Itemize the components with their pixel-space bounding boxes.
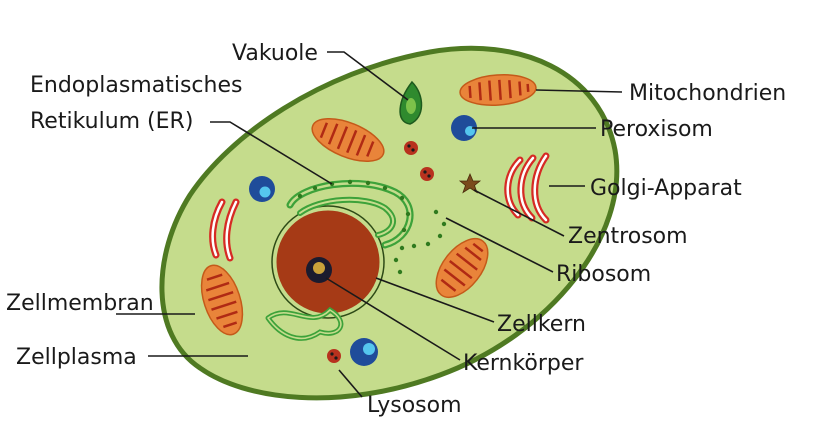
ribosome bbox=[411, 243, 417, 249]
mitochondrion-left bbox=[200, 264, 244, 336]
nucleolus-core bbox=[313, 262, 325, 274]
leader-kernkoerper bbox=[325, 277, 461, 361]
centrosome-star-icon bbox=[458, 172, 482, 194]
golgi-cisterna-inner bbox=[533, 154, 548, 222]
lysosome-granule bbox=[411, 148, 415, 152]
leader-zellkern bbox=[375, 277, 495, 323]
ribosome bbox=[399, 195, 405, 201]
lysosome-granule bbox=[407, 144, 411, 148]
golgi-cisterna-inner bbox=[225, 200, 238, 260]
label-zellplasma: Zellplasma bbox=[16, 345, 137, 370]
vacuole-core bbox=[406, 98, 416, 114]
mitochondrion-cristae bbox=[205, 273, 238, 329]
golgi-cisterna-inner bbox=[211, 200, 224, 257]
mitochondrion-upper-left bbox=[311, 118, 385, 162]
nucleus bbox=[271, 205, 385, 319]
label-peroxisom: Peroxisom bbox=[600, 117, 713, 142]
ribosome bbox=[347, 179, 353, 185]
er-fold-2-inner bbox=[299, 198, 395, 236]
vacuole bbox=[399, 80, 423, 125]
label-zellmembran: Zellmembran bbox=[6, 291, 154, 316]
cell bbox=[159, 45, 620, 401]
endoplasmic-reticulum bbox=[265, 179, 414, 341]
leader-vakuole bbox=[327, 51, 409, 101]
label-ribosom: Ribosom bbox=[556, 262, 651, 287]
label-mitochondrien: Mitochondrien bbox=[629, 81, 786, 106]
ribosome bbox=[433, 209, 439, 215]
ribosome bbox=[425, 241, 431, 247]
lysosome-granule bbox=[427, 174, 431, 178]
lysosome-granule bbox=[423, 170, 427, 174]
label-er-line2: Retikulum (ER) bbox=[30, 109, 193, 134]
label-er-line1: Endoplasmatisches bbox=[30, 73, 242, 98]
cell-membrane bbox=[159, 45, 620, 401]
ribosome bbox=[441, 221, 447, 227]
leader-lines bbox=[116, 51, 623, 398]
golgi-cisterna-inner bbox=[519, 156, 535, 220]
label-kernkoerper: Kernkörper bbox=[463, 351, 584, 376]
ribosome bbox=[437, 233, 443, 239]
lysosome-granule bbox=[330, 352, 334, 356]
leader-ribosom bbox=[445, 217, 554, 273]
nucleus-outline bbox=[271, 205, 385, 319]
mitochondrion-cristae bbox=[468, 79, 530, 101]
er-smooth-inner bbox=[267, 308, 342, 340]
ribosome bbox=[393, 257, 399, 263]
lysosome bbox=[404, 141, 418, 155]
leader-lysosom bbox=[338, 369, 363, 398]
ribosomes bbox=[297, 179, 447, 275]
ribosome bbox=[382, 185, 388, 191]
golgi-apparatus-left bbox=[209, 198, 240, 262]
mitochondrion-cristae bbox=[440, 242, 484, 292]
lysosome bbox=[420, 167, 434, 181]
leader-er bbox=[210, 121, 333, 185]
mitochondrion-top-right bbox=[459, 74, 537, 106]
mitochondrion-membrane bbox=[311, 118, 385, 162]
centrosome bbox=[458, 172, 482, 194]
mitochondrion-right bbox=[435, 238, 489, 298]
peroxisomes bbox=[249, 115, 477, 366]
label-zellkern: Zellkern bbox=[497, 312, 586, 337]
ribosome bbox=[365, 180, 371, 186]
ribosome bbox=[405, 211, 411, 217]
lysosome bbox=[327, 349, 341, 363]
mitochondria bbox=[200, 74, 537, 336]
ribosome bbox=[399, 245, 405, 251]
labels: Vakuole Endoplasmatisches Retikulum (ER)… bbox=[6, 41, 786, 418]
label-vakuole: Vakuole bbox=[232, 41, 318, 66]
lysosome-granule bbox=[334, 356, 338, 360]
mitochondrion-cristae bbox=[319, 122, 375, 157]
ribosome bbox=[401, 227, 407, 233]
mitochondrion-membrane bbox=[200, 264, 244, 336]
peroxisome-core bbox=[363, 343, 375, 355]
peroxisome-core bbox=[259, 186, 271, 198]
leader-zentrosom bbox=[473, 189, 565, 237]
ribosome bbox=[397, 269, 403, 275]
leader-mitochondrien bbox=[535, 89, 623, 93]
label-golgi: Golgi-Apparat bbox=[590, 176, 742, 201]
lysosomes bbox=[327, 141, 434, 363]
label-zentrosom: Zentrosom bbox=[568, 224, 688, 249]
ribosome bbox=[297, 193, 303, 199]
mitochondrion-membrane bbox=[435, 238, 489, 298]
label-lysosom: Lysosom bbox=[367, 393, 462, 418]
ribosome bbox=[312, 185, 318, 191]
